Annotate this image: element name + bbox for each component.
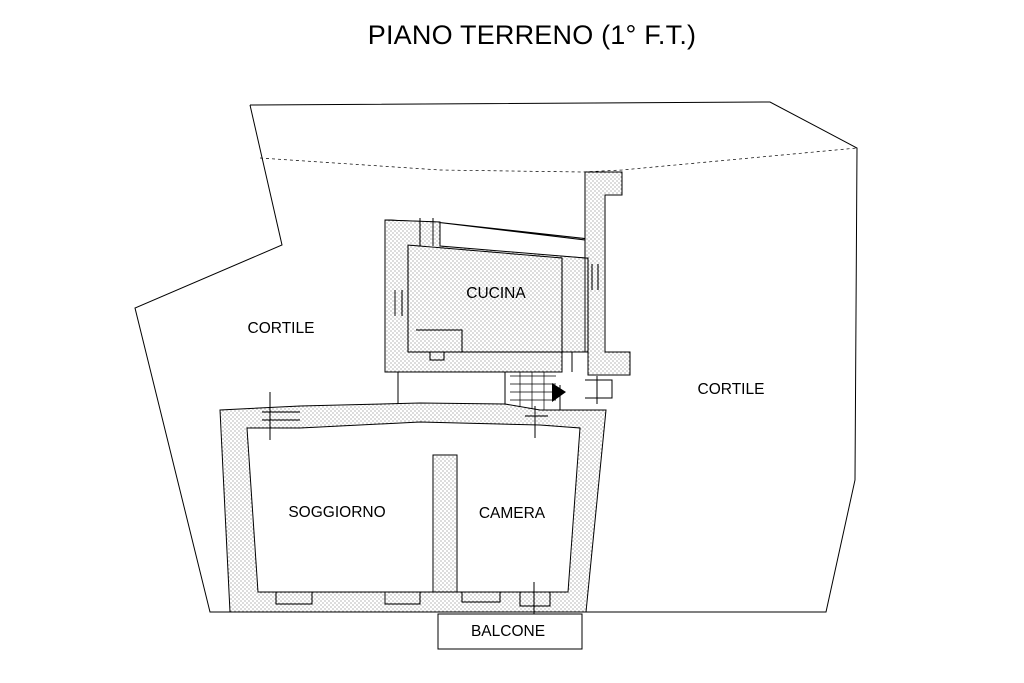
balcony <box>437 613 583 650</box>
room-label-soggiorno: SOGGIORNO <box>288 504 385 521</box>
stair-direction-arrow-icon <box>552 383 566 402</box>
main-block-walls <box>219 392 607 614</box>
property-boundary <box>134 101 858 613</box>
kitchen-walls <box>384 171 631 376</box>
room-label-camera: CAMERA <box>479 505 546 522</box>
stair-passage <box>397 352 613 411</box>
room-label-cortile-right: CORTILE <box>698 381 765 398</box>
plan-title: PIANO TERRENO (1° F.T.) <box>367 20 697 50</box>
room-label-balcone: BALCONE <box>471 623 545 640</box>
room-label-cucina: CUCINA <box>466 285 526 302</box>
room-label-cortile-left: CORTILE <box>248 320 315 337</box>
